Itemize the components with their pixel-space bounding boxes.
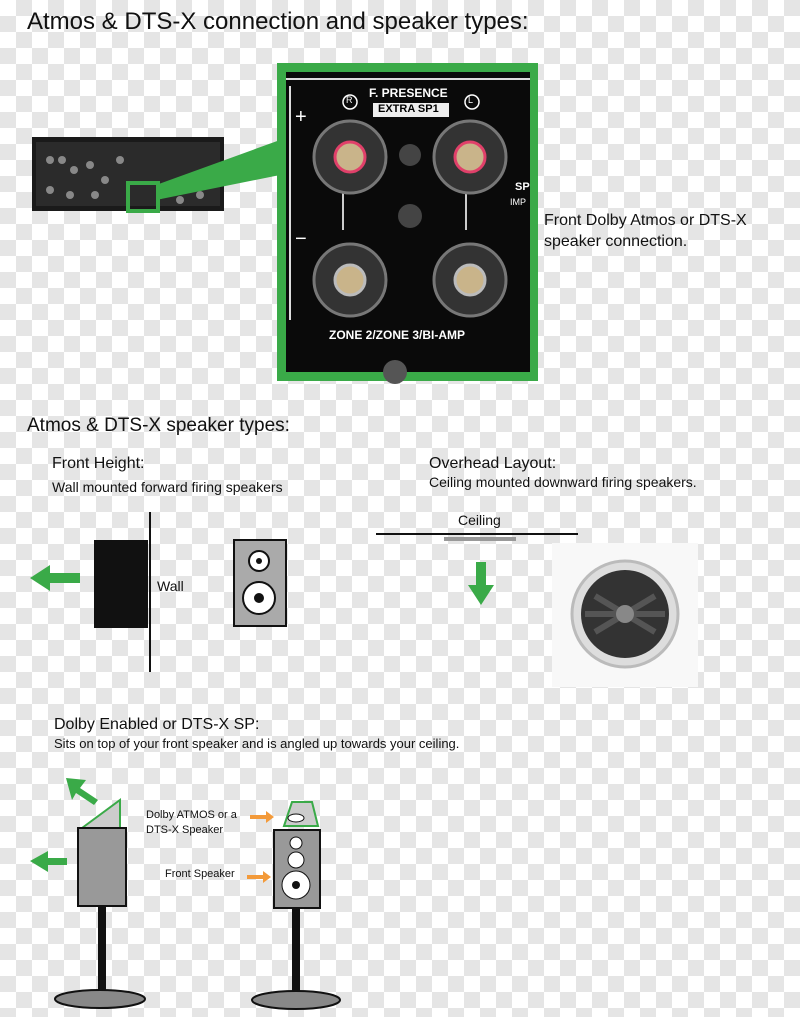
overhead-title: Overhead Layout: <box>429 455 557 472</box>
speaker-terminal-panel <box>277 63 538 384</box>
types-heading: Atmos & DTS-X speaker types: <box>27 415 290 436</box>
angled-speaker-side <box>30 778 146 1009</box>
right-channel-label: R <box>346 95 353 105</box>
zoom-connector <box>156 140 280 200</box>
f-presence-label: F. PRESENCE <box>369 86 448 100</box>
binding-post-l-plus <box>432 119 508 195</box>
imp-label: IMP <box>510 197 527 207</box>
zone-label: ZONE 2/ZONE 3/BI-AMP <box>329 328 466 342</box>
wall-label: Wall <box>157 578 184 594</box>
left-channel-label: L <box>468 95 474 105</box>
minus-label: − <box>295 228 307 250</box>
front-speaker-with-atmos <box>247 801 341 1010</box>
ceiling-label: Ceiling <box>458 512 501 528</box>
overhead-desc: Ceiling mounted downward firing speakers… <box>429 474 697 490</box>
enabled-desc: Sits on top of your front speaker and is… <box>54 736 460 751</box>
down-arrow-icon <box>468 562 494 605</box>
atmos-label-1: Dolby ATMOS or a <box>146 809 237 821</box>
sp-label: SP <box>515 181 530 193</box>
wall-speaker-side <box>94 540 148 628</box>
binding-post-l-minus <box>432 242 508 318</box>
enabled-title: Dolby Enabled or DTS-X SP: <box>54 716 260 733</box>
wall-speaker-front <box>233 539 287 627</box>
page-title: Atmos & DTS-X connection and speaker typ… <box>27 8 529 35</box>
plus-label: + <box>295 106 307 128</box>
extra-sp1-label: EXTRA SP1 <box>378 103 439 115</box>
binding-post-r-minus <box>312 242 388 318</box>
atmos-label-2: DTS-X Speaker <box>146 824 224 836</box>
connection-caption-1: Front Dolby Atmos or DTS-X <box>544 212 747 229</box>
forward-arrow-icon <box>30 565 80 591</box>
front-height-title: Front Height: <box>52 455 145 472</box>
front-speaker-label: Front Speaker <box>165 868 235 880</box>
front-height-desc: Wall mounted forward firing speakers <box>52 479 283 495</box>
connection-caption-2: speaker connection. <box>544 233 688 250</box>
ceiling-speaker-image <box>552 543 698 687</box>
binding-post-r-plus <box>312 119 388 195</box>
